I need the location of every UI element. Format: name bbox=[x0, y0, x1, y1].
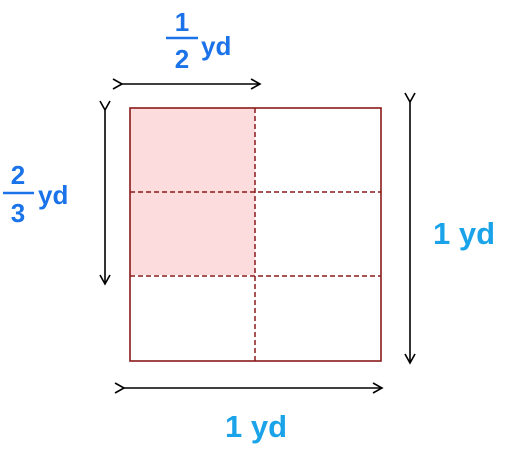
bottom-side-label: 1 yd bbox=[225, 409, 287, 444]
right-side-label: 1 yd bbox=[433, 216, 495, 251]
top-unit: yd bbox=[201, 31, 231, 61]
top-fraction-denominator: 2 bbox=[175, 44, 189, 74]
left-fraction-denominator: 3 bbox=[11, 198, 25, 228]
top-fraction-label: 1 2 yd bbox=[166, 7, 231, 74]
left-fraction-numerator: 2 bbox=[11, 160, 25, 190]
left-unit: yd bbox=[38, 180, 68, 210]
left-fraction-label: 2 3 yd bbox=[3, 160, 68, 228]
top-fraction-numerator: 1 bbox=[175, 7, 189, 37]
